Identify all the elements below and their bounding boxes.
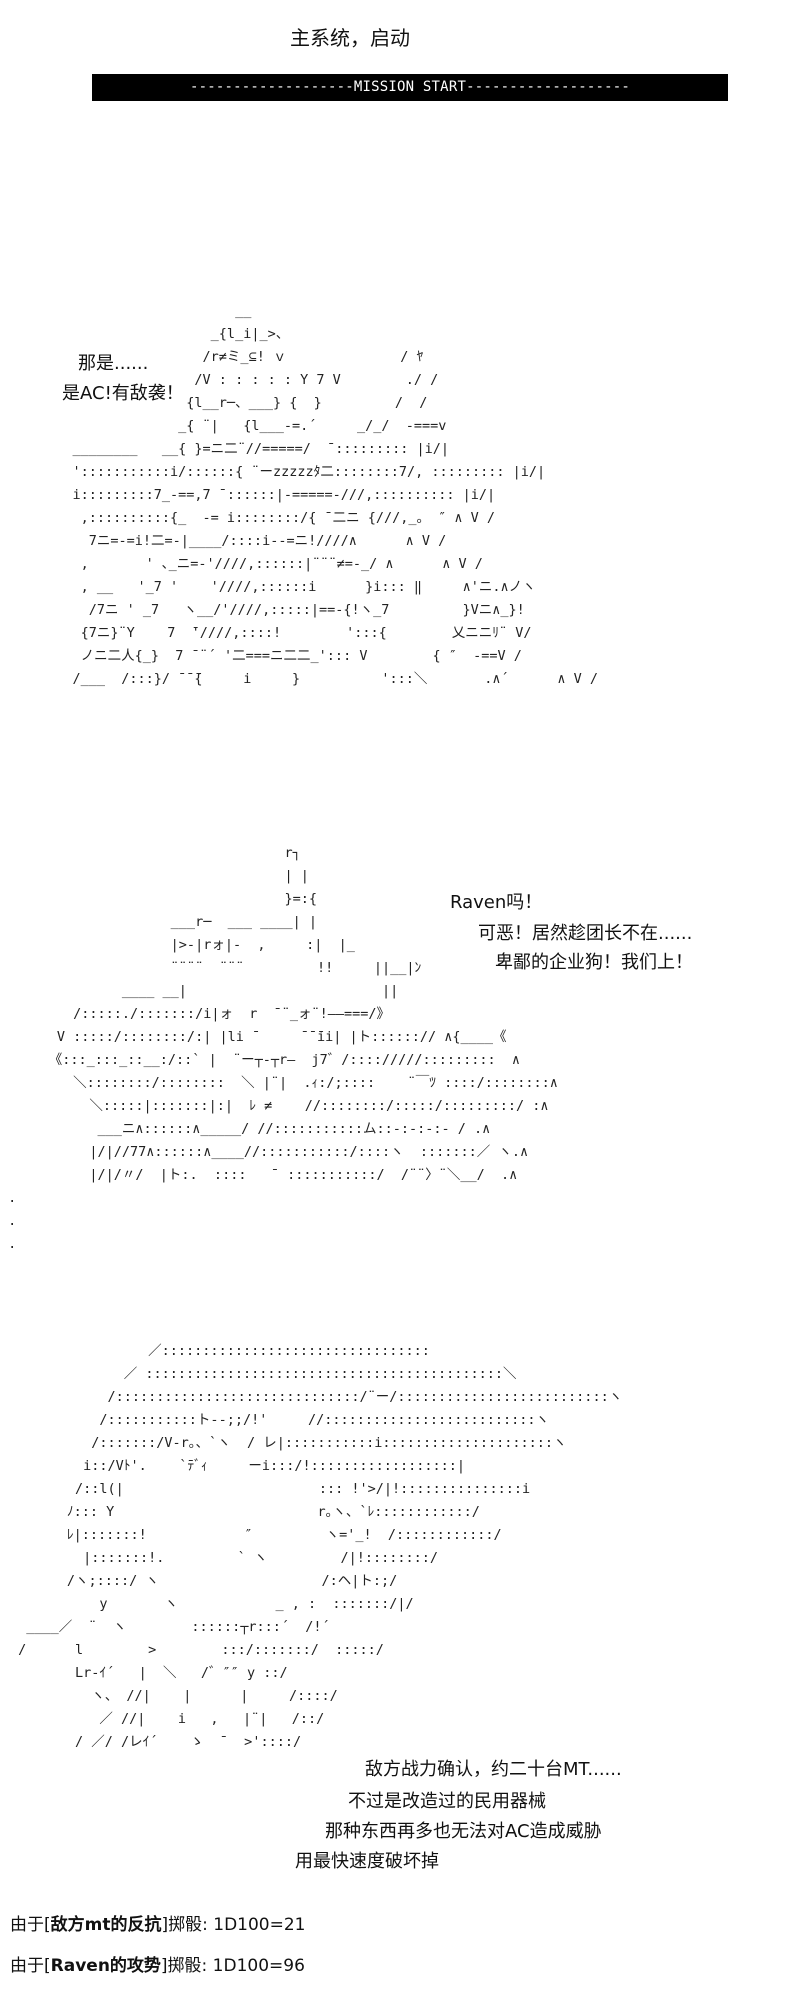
roll-enemy-reason: 敌方mt的反抗: [50, 1915, 162, 1935]
mission-start-text: -------------------MISSION START--------…: [189, 79, 631, 95]
caption-enemy-count: 敌方战力确认，约二十台MT......: [365, 1759, 622, 1780]
ascii-art-ac-scene: __ _{l_i|_>、 /r≠ミ_⊆! ｖ / ﾔ /V : : : : : …: [72, 303, 599, 687]
caption-civilian-machines: 不过是改造过的民用器械: [348, 1791, 546, 1812]
roll-raven-reason: Raven的攻势: [50, 1956, 161, 1976]
speech-damn: 可恶！居然趁团长不在......: [478, 923, 693, 944]
caption-ac-attack: 是AC!有敌袭！: [62, 383, 184, 404]
page-title: 主系统，启动: [290, 26, 410, 50]
caption-thats: 那是......: [78, 353, 149, 374]
dice-roll-enemy: 由于[敌方mt的反抗]掷骰: 1D100=21: [10, 1915, 306, 1935]
mission-start-banner: -------------------MISSION START--------…: [92, 74, 728, 101]
speech-attack: 卑鄙的企业狗！我们上！: [495, 952, 693, 973]
dice-roll-raven: 由于[Raven的攻势]掷骰: 1D100=96: [10, 1956, 305, 1976]
caption-no-threat: 那种东西再多也无法对AC造成威胁: [325, 1821, 602, 1842]
ascii-art-mt-scene: r┐ | | }=:{ ___r─ ___ ____| | |>-|rォ|- ‚…: [8, 845, 558, 1252]
caption-destroy-fast: 用最快速度破坏掉: [295, 1851, 439, 1872]
ascii-art-pilot-scene: ／::::::::::::::::::::::::::::::::: ／ :::…: [18, 1343, 623, 1750]
speech-raven: Raven吗！: [450, 892, 543, 913]
